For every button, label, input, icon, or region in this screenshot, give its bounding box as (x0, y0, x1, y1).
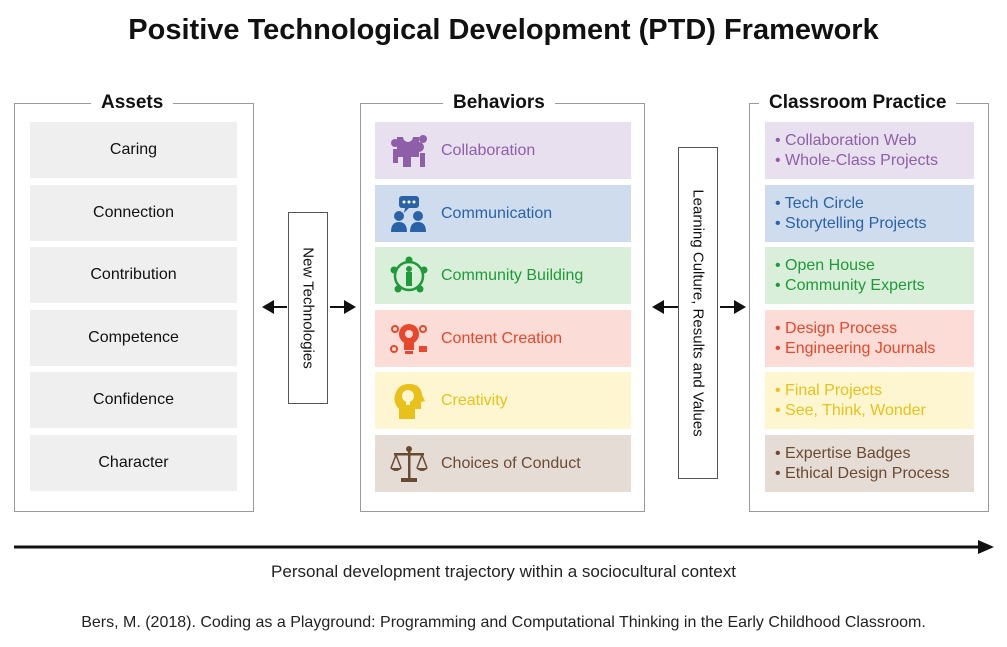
behavior-label: Collaboration (441, 141, 536, 159)
behaviors-panel-label: Behaviors (443, 92, 555, 114)
practice-line: • Final Projects (775, 381, 882, 399)
practice-collaboration: • Collaboration Web • Whole-Class Projec… (765, 122, 974, 179)
classroom-practice-panel-label: Classroom Practice (759, 92, 957, 114)
practice-line: • See, Think, Wonder (775, 401, 926, 419)
balance-scale-icon (390, 445, 428, 482)
asset-caring: Caring (30, 122, 237, 178)
practice-line: • Design Process (775, 319, 898, 337)
asset-competence: Competence (30, 310, 237, 366)
behavior-content-creation: Content Creation (375, 310, 631, 367)
behavior-choices-of-conduct: Choices of Conduct (375, 435, 631, 492)
asset-confidence: Confidence (30, 372, 237, 428)
new-technologies-box: New Technologies (288, 212, 328, 404)
behavior-label: Community Building (441, 266, 584, 284)
asset-connection: Connection (30, 185, 237, 241)
new-technologies-label: New Technologies (299, 247, 317, 369)
practice-line: • Tech Circle (775, 194, 864, 212)
asset-contribution: Contribution (30, 247, 237, 303)
behavior-community-building: Community Building (375, 247, 631, 304)
practice-line: • Ethical Design Process (775, 464, 950, 482)
practice-line: • Expertise Badges (775, 444, 911, 462)
practice-line: • Storytelling Projects (775, 214, 927, 232)
asset-character: Character (30, 435, 237, 491)
behavior-creativity: Creativity (375, 372, 631, 429)
citation: Bers, M. (2018). Coding as a Playground:… (81, 614, 926, 631)
behavior-label: Communication (441, 204, 553, 222)
practice-line: • Collaboration Web (775, 131, 917, 149)
behavior-communication: Communication (375, 185, 631, 242)
learning-culture-label: Learning Culture, Results and Values (689, 189, 707, 437)
practice-line: • Community Experts (775, 276, 925, 294)
group-circle-icon (390, 256, 428, 292)
behavior-collaboration: Collaboration (375, 122, 631, 179)
practice-line: • Open House (775, 256, 875, 274)
practice-line: • Whole-Class Projects (775, 151, 938, 169)
behavior-label: Content Creation (441, 329, 562, 347)
chat-people-icon (391, 195, 426, 232)
right-double-arrow (652, 300, 746, 314)
practice-community: • Open House • Community Experts (765, 247, 974, 304)
lightbulb-gears-icon (390, 323, 427, 354)
practice-communication: • Tech Circle • Storytelling Projects (765, 185, 974, 242)
head-bulb-icon (394, 383, 425, 419)
learning-culture-box: Learning Culture, Results and Values (678, 147, 718, 479)
assets-panel-label: Assets (91, 92, 174, 114)
behavior-label: Choices of Conduct (441, 454, 581, 472)
puzzle-people-icon (391, 131, 427, 167)
left-double-arrow (262, 300, 356, 314)
assets-panel: Assets Caring Connection Contribution Co… (14, 92, 254, 512)
practice-conduct: • Expertise Badges • Ethical Design Proc… (765, 435, 974, 492)
behaviors-panel: Behaviors Collaboration Communication (360, 92, 645, 512)
practice-content-creation: • Design Process • Engineering Journals (765, 310, 974, 367)
classroom-practice-panel: Classroom Practice • Collaboration Web •… (749, 92, 989, 512)
page-title: Positive Technological Development (PTD)… (128, 14, 879, 46)
practice-creativity: • Final Projects • See, Think, Wonder (765, 372, 974, 429)
behavior-label: Creativity (441, 391, 508, 409)
practice-line: • Engineering Journals (775, 339, 936, 357)
trajectory-label: Personal development trajectory within a… (271, 562, 736, 581)
trajectory-arrow (14, 540, 994, 554)
